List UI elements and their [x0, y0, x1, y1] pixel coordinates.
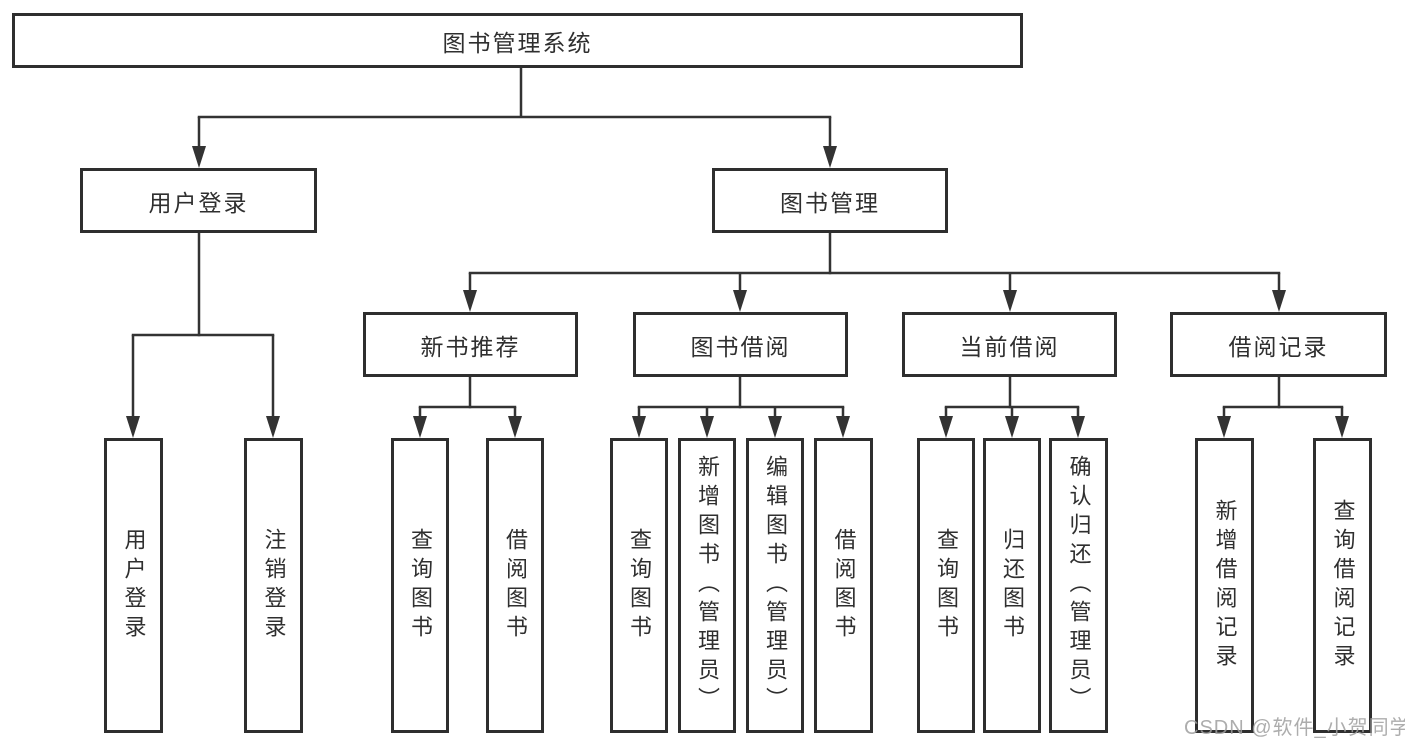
- node-user-login: 用户登录: [80, 168, 317, 233]
- leaf-confirm-return-admin: 确认归还（管理员）: [1049, 438, 1108, 733]
- leaf-user-login: 用户登录: [104, 438, 163, 733]
- leaf-add-book-admin: 新增图书（管理员）: [678, 438, 736, 733]
- node-label: 图书管理系统: [442, 29, 593, 56]
- leaf-logout: 注销登录: [244, 438, 303, 733]
- leaf-label: 查询图书: [408, 527, 433, 644]
- leaf-label: 查询图书: [934, 527, 959, 644]
- arrowheads: [126, 146, 1349, 438]
- leaf-edit-book-admin: 编辑图书（管理员）: [746, 438, 804, 733]
- leaf-borrow-books-borrowing: 借阅图书: [814, 438, 873, 733]
- leaf-label: 注销登录: [261, 527, 287, 644]
- csdn-watermark: CSDN @软件_小贺同学: [1184, 717, 1405, 739]
- leaf-label: 新增借阅记录: [1212, 498, 1238, 673]
- leaf-label: 编辑图书（管理员）: [763, 455, 788, 716]
- node-borrowing-records: 借阅记录: [1170, 312, 1387, 377]
- leaf-query-books-recommend: 查询图书: [391, 438, 449, 733]
- leaf-label: 查询借阅记录: [1330, 498, 1356, 673]
- leaf-label: 新增图书（管理员）: [695, 455, 720, 716]
- node-book-management: 图书管理: [712, 168, 948, 233]
- leaf-query-books-current: 查询图书: [917, 438, 975, 733]
- leaf-label: 归还图书: [1000, 527, 1025, 644]
- node-label: 用户登录: [148, 189, 249, 216]
- node-current-borrowing: 当前借阅: [902, 312, 1117, 377]
- node-new-book-recommendation: 新书推荐: [363, 312, 578, 377]
- node-label: 图书借阅: [690, 333, 791, 360]
- leaf-borrow-books-recommend: 借阅图书: [486, 438, 544, 733]
- leaf-return-books: 归还图书: [983, 438, 1041, 733]
- leaf-label: 查询图书: [627, 527, 652, 644]
- leaf-label: 借阅图书: [503, 527, 528, 644]
- leaf-add-borrow-record: 新增借阅记录: [1195, 438, 1254, 733]
- leaf-query-books-borrowing: 查询图书: [610, 438, 668, 733]
- node-book-borrowing: 图书借阅: [633, 312, 848, 377]
- node-library-system: 图书管理系统: [12, 13, 1023, 68]
- leaf-label: 用户登录: [121, 527, 147, 644]
- node-label: 当前借阅: [959, 333, 1060, 360]
- node-label: 借阅记录: [1228, 333, 1329, 360]
- leaf-label: 确认归还（管理员）: [1066, 455, 1092, 716]
- leaf-label: 借阅图书: [831, 527, 857, 644]
- node-label: 图书管理: [780, 189, 880, 216]
- leaf-query-borrow-record: 查询借阅记录: [1313, 438, 1372, 733]
- node-label: 新书推荐: [420, 333, 521, 360]
